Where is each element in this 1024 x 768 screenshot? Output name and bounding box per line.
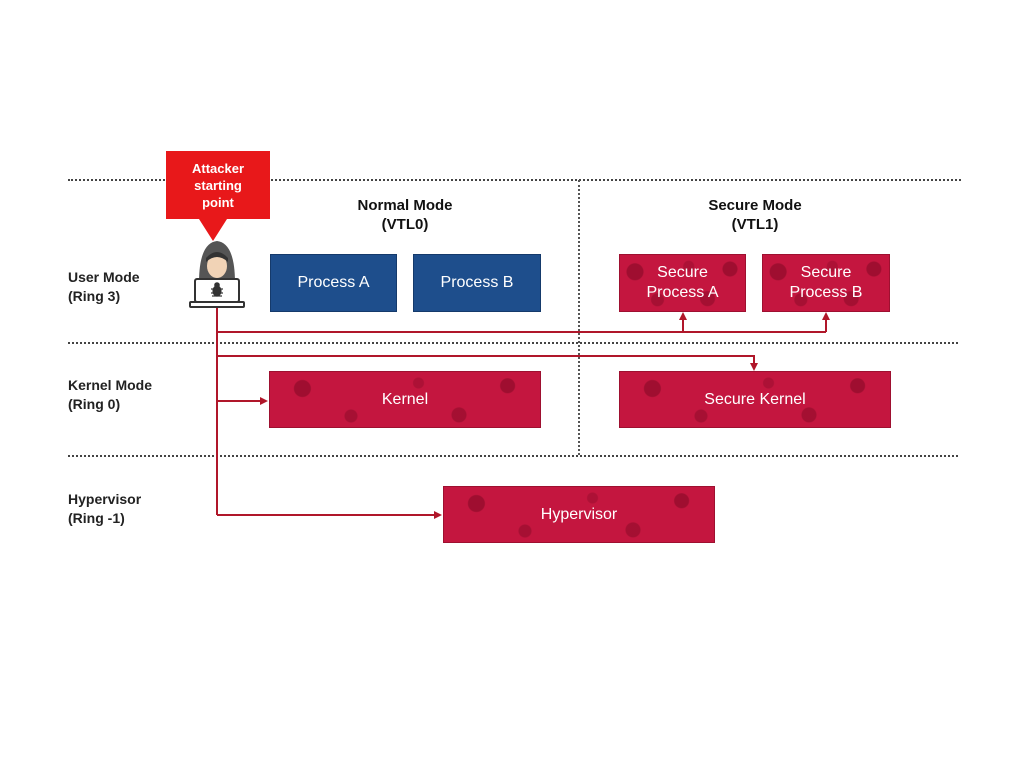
ring-level: (Ring -1) [68, 510, 125, 526]
secure-process-a-box: Secure Process A [619, 254, 746, 312]
ring-name: Kernel Mode [68, 377, 153, 393]
secure-process-b-box: Secure Process B [762, 254, 890, 312]
kernel-label: Kernel [381, 390, 429, 408]
secure-mode-label: Secure Mode [708, 197, 802, 214]
normal-mode-vtl: (VTL0) [381, 216, 429, 233]
normal-mode-title: Normal Mode (VTL0) [330, 196, 480, 234]
ring-label-hypervisor: Hypervisor (Ring -1) [68, 490, 141, 528]
ring-level: (Ring 0) [68, 396, 121, 412]
process-b-label: Process B [440, 274, 514, 291]
secure-kernel-box: Secure Kernel [619, 371, 891, 428]
ring-level: (Ring 3) [68, 288, 121, 304]
secure-process-a-label: Secure Process A [646, 264, 719, 301]
ring-name: User Mode [68, 269, 140, 285]
divider-top [68, 179, 961, 181]
secure-process-b-label: Secure Process B [789, 264, 863, 301]
kernel-box: Kernel [269, 371, 541, 428]
ring-name: Hypervisor [68, 491, 142, 507]
ring-label-user: User Mode (Ring 3) [68, 268, 140, 306]
process-b-box: Process B [413, 254, 541, 312]
attacker-callout: Attacker starting point [166, 151, 270, 219]
bug-icon [211, 282, 223, 297]
process-a-box: Process A [270, 254, 397, 312]
process-a-label: Process A [297, 274, 370, 291]
hypervisor-box: Hypervisor [443, 486, 715, 543]
hypervisor-label: Hypervisor [540, 505, 618, 523]
divider-kernel-hypervisor [68, 455, 958, 457]
normal-mode-label: Normal Mode [357, 197, 453, 214]
secure-kernel-label: Secure Kernel [704, 390, 806, 408]
divider-user-kernel [68, 342, 958, 344]
attacker-callout-pointer [199, 219, 227, 241]
ring-label-kernel: Kernel Mode (Ring 0) [68, 376, 152, 414]
secure-mode-vtl: (VTL1) [731, 216, 779, 233]
hooded-hacker-with-laptop-icon [189, 241, 245, 308]
attacker-callout-text: Attacker starting point [191, 160, 245, 210]
arrow-to-secure-kernel [217, 355, 758, 371]
divider-mode-split [578, 180, 580, 455]
secure-mode-title: Secure Mode (VTL1) [680, 196, 830, 234]
